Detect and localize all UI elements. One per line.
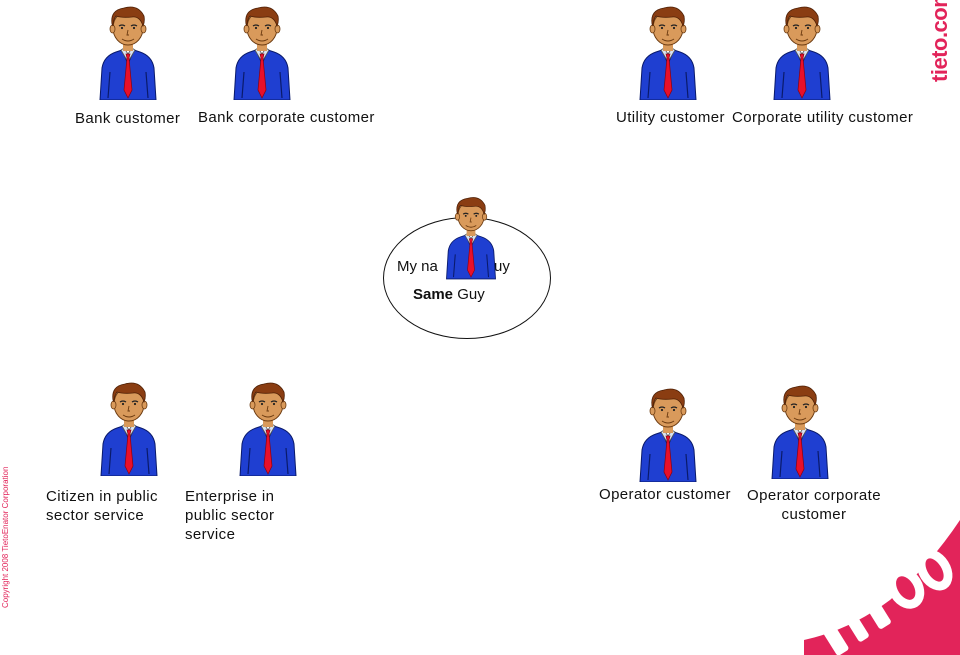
- tieto-logo-small-text: tieto.com: [927, 0, 952, 82]
- center-name-right: uy: [494, 258, 510, 275]
- person-icon-bank: [96, 2, 160, 100]
- label-utility-corporate: Corporate utility customer: [732, 109, 914, 126]
- label-citizen: Citizen in public sector service: [46, 488, 158, 524]
- person-icon-enterprise: [236, 378, 300, 476]
- person-icon-operator: [636, 384, 700, 482]
- label-operator-corporate: Operator corporate customer: [747, 487, 881, 523]
- same-guy-bold: Same: [413, 286, 454, 303]
- center-name-left: My na: [397, 258, 438, 275]
- person-icon-operator-corporate: [768, 381, 832, 479]
- person-icon-citizen: [97, 378, 161, 476]
- label-bank-corporate: Bank corporate customer: [198, 109, 375, 126]
- same-guy-rest: Guy: [457, 286, 485, 303]
- label-utility: Utility customer: [616, 109, 725, 126]
- person-icon-utility: [636, 2, 700, 100]
- copyright-text: Copyright 2008 TietoEnator Corporation: [1, 466, 10, 608]
- same-guy-caption: Same Guy: [413, 286, 485, 303]
- label-operator: Operator customer: [599, 486, 731, 503]
- person-icon-bank-corporate: [230, 2, 294, 100]
- tieto-logo-small: tieto.com: [925, 0, 953, 82]
- label-bank: Bank customer: [75, 110, 181, 127]
- tieto-logo-icon: [780, 500, 960, 655]
- person-icon-center: [443, 188, 499, 284]
- label-enterprise: Enterprise in public sector service: [185, 488, 275, 543]
- person-icon-utility-corporate: [770, 2, 834, 100]
